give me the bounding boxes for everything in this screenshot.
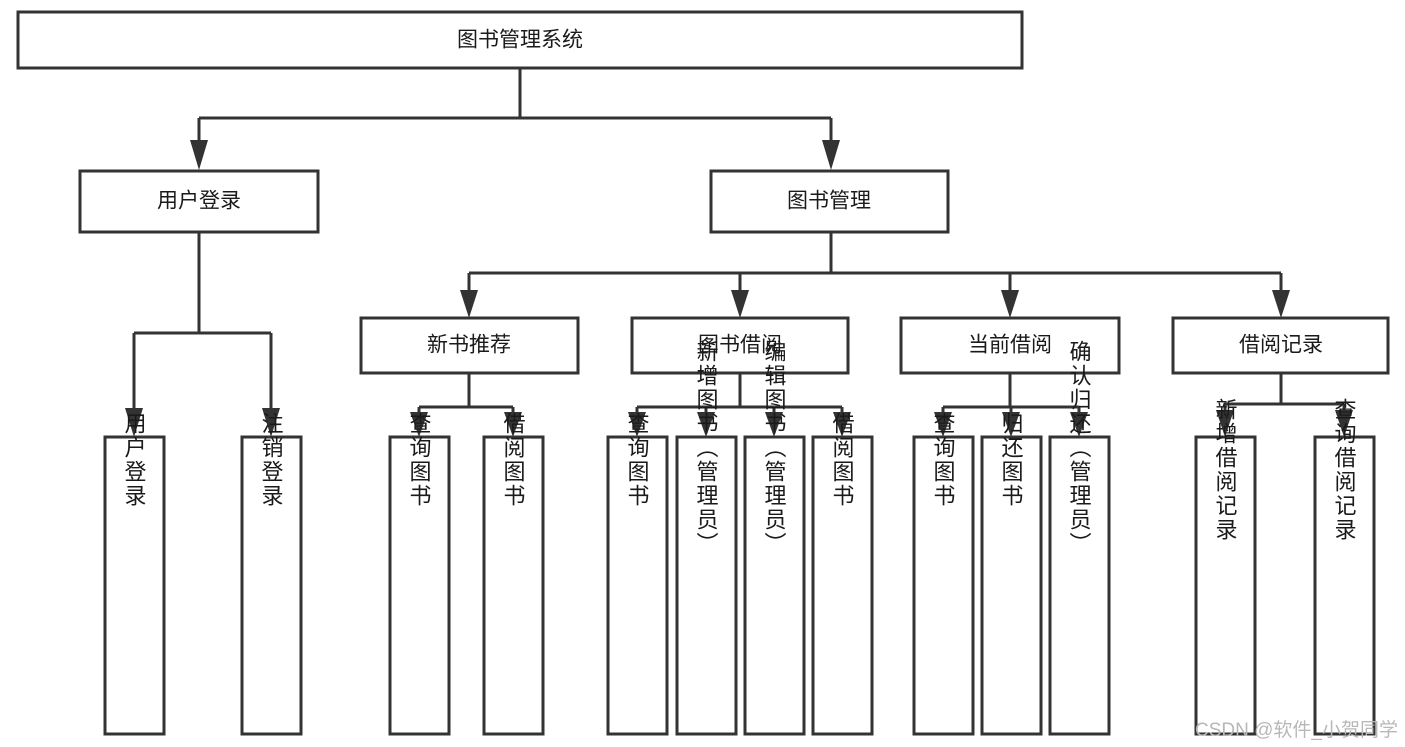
leaf-label-new-book-2: 借阅图书	[501, 412, 526, 508]
leaf-label-book-borrow-1: 查询图书	[625, 412, 650, 508]
leaf-node-current-borrow-2[interactable]: 归还图书	[980, 412, 1043, 736]
connector-bookborrow-to-leaves	[628, 373, 851, 437]
leaf-box-user-login-1[interactable]	[103, 435, 166, 736]
node-new-book-recommend-label: 新书推荐	[427, 334, 511, 357]
leaf-node-book-borrow-3[interactable]: 编辑图书（管理员）	[743, 340, 806, 736]
leaf-label-user-login-1: 用户登录	[122, 412, 147, 508]
node-root-label: 图书管理系统	[457, 29, 583, 52]
arrow-head-currentborrow-leaf1	[934, 412, 952, 437]
node-book-borrow[interactable]: 图书借阅	[630, 316, 850, 375]
watermark-label: CSDN @软件_小贺同学	[1195, 719, 1398, 741]
node-borrow-record-box[interactable]	[1171, 316, 1390, 375]
leaf-label-book-borrow-2: 新增图书（管理员）	[694, 340, 719, 556]
leaf-box-current-borrow-1[interactable]	[912, 435, 975, 736]
leaf-node-borrow-record-2[interactable]: 查询借阅记录	[1313, 398, 1376, 736]
node-current-borrow-label: 当前借阅	[968, 334, 1052, 357]
arrow-head-book-manage	[822, 140, 840, 170]
arrow-head-userlogin-leaf1	[125, 408, 143, 437]
node-root-box[interactable]	[16, 10, 1024, 70]
leaf-node-borrow-record-1[interactable]: 新增借阅记录	[1194, 398, 1257, 736]
leaf-label-current-borrow-2: 归还图书	[999, 412, 1024, 508]
node-current-borrow-box[interactable]	[899, 316, 1121, 375]
leaf-node-user-login-2[interactable]: 注销登录	[240, 412, 303, 736]
leaf-box-borrow-record-1[interactable]	[1194, 435, 1257, 736]
leaf-node-book-borrow-2[interactable]: 新增图书（管理员）	[675, 340, 738, 736]
leaf-node-current-borrow-1[interactable]: 查询图书	[912, 412, 975, 736]
arrow-head-currentborrow-leaf2	[1002, 412, 1020, 437]
leaf-label-book-borrow-4: 借阅图书	[830, 412, 855, 508]
node-book-borrow-box[interactable]	[630, 316, 850, 375]
node-book-manage-label: 图书管理	[787, 190, 871, 213]
node-user-login[interactable]: 用户登录	[78, 169, 320, 234]
leaf-node-current-borrow-3[interactable]: 确认归还（管理员）	[1048, 340, 1111, 736]
leaf-box-new-book-2[interactable]	[482, 435, 545, 736]
leaf-box-new-book-1[interactable]	[388, 435, 451, 736]
arrow-head-currentborrow-leaf3	[1070, 412, 1088, 437]
leaf-label-current-borrow-1: 查询图书	[931, 412, 956, 508]
leaf-box-book-borrow-2[interactable]	[675, 435, 738, 736]
arrow-head-borrowrecord	[1272, 290, 1290, 318]
leaf-node-book-borrow-4[interactable]: 借阅图书	[811, 412, 874, 736]
arrow-head-currentborrow	[1001, 290, 1019, 318]
leaf-label-borrow-record-2: 查询借阅记录	[1332, 398, 1357, 542]
leaf-node-new-book-2[interactable]: 借阅图书	[482, 412, 545, 736]
node-user-login-box[interactable]	[78, 169, 320, 234]
leaf-label-borrow-record-1: 新增借阅记录	[1213, 398, 1238, 542]
leaf-label-user-login-2: 注销登录	[259, 412, 284, 508]
node-book-borrow-label: 图书借阅	[698, 334, 782, 357]
leaf-label-new-book-1: 查询图书	[407, 412, 432, 508]
node-book-manage-box[interactable]	[709, 169, 950, 234]
arrow-head-borrowrecord-leaf1	[1216, 410, 1234, 437]
leaf-box-borrow-record-2[interactable]	[1313, 435, 1376, 736]
node-current-borrow[interactable]: 当前借阅	[899, 316, 1121, 375]
leaf-box-current-borrow-3[interactable]	[1048, 435, 1111, 736]
node-new-book-recommend-box[interactable]	[359, 316, 580, 375]
leaf-box-book-borrow-4[interactable]	[811, 435, 874, 736]
connector-userlogin-to-leaves	[125, 232, 280, 437]
connector-newbook-to-leaves	[410, 373, 522, 437]
connector-currentborrow-to-leaves	[934, 373, 1088, 437]
connector-root-to-level1	[190, 68, 840, 170]
connector-borrowrecord-to-leaves	[1216, 373, 1353, 437]
leaf-label-current-borrow-3: 确认归还（管理员）	[1067, 340, 1092, 556]
arrow-head-bookborrow-leaf4	[833, 412, 851, 437]
leaf-box-user-login-2[interactable]	[240, 435, 303, 736]
leaf-node-new-book-1[interactable]: 查询图书	[388, 412, 451, 736]
node-new-book-recommend[interactable]: 新书推荐	[359, 316, 580, 375]
arrow-head-user-login	[190, 140, 208, 170]
arrow-head-bookborrow-leaf2	[697, 412, 715, 437]
node-book-manage[interactable]: 图书管理	[709, 169, 950, 234]
arrow-head-borrowrecord-leaf2	[1335, 410, 1353, 437]
arrow-head-userlogin-leaf2	[262, 408, 280, 437]
arrow-head-newbook-leaf1	[410, 412, 428, 437]
connector-bookmanage-to-level2	[460, 232, 1290, 318]
leaf-box-book-borrow-3[interactable]	[743, 435, 806, 736]
node-user-login-label: 用户登录	[157, 190, 241, 213]
leaf-node-user-login-1[interactable]: 用户登录	[103, 412, 166, 736]
leaf-box-current-borrow-2[interactable]	[980, 435, 1043, 736]
leaf-box-book-borrow-1[interactable]	[606, 435, 669, 736]
arrow-head-bookborrow	[731, 290, 749, 318]
node-borrow-record-label: 借阅记录	[1239, 334, 1323, 357]
arrow-head-bookborrow-leaf3	[765, 412, 783, 437]
node-root[interactable]: 图书管理系统	[16, 10, 1024, 70]
leaf-label-book-borrow-3: 编辑图书（管理员）	[762, 340, 787, 556]
arrow-head-bookborrow-leaf1	[628, 412, 646, 437]
arrow-head-newbook	[460, 290, 478, 318]
arrow-head-newbook-leaf2	[504, 412, 522, 437]
node-borrow-record[interactable]: 借阅记录	[1171, 316, 1390, 375]
leaf-node-book-borrow-1[interactable]: 查询图书	[606, 412, 669, 736]
